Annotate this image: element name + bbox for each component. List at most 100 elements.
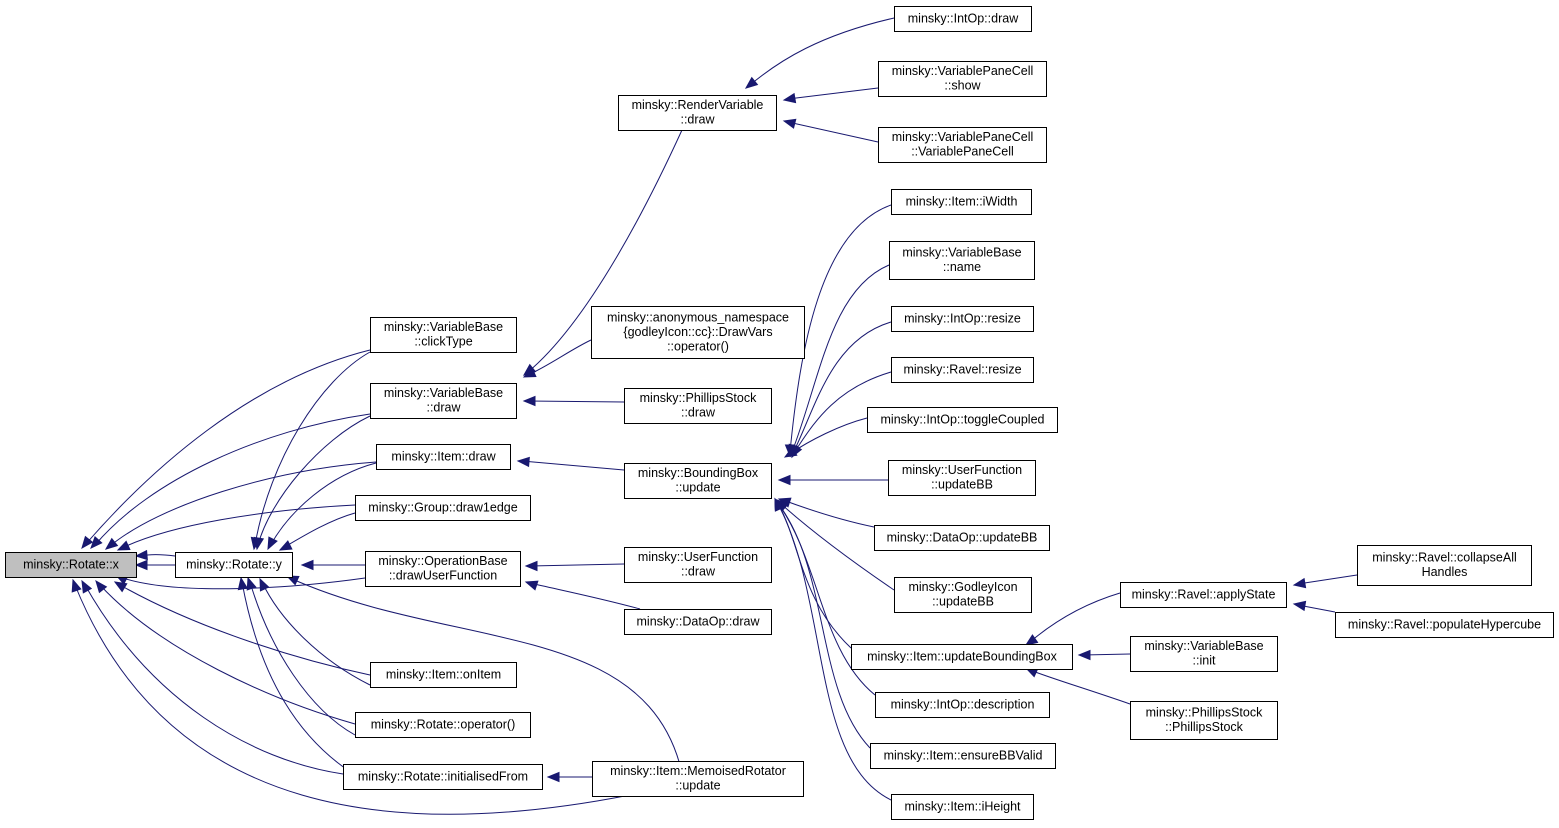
node-label: ::updateBB (932, 595, 994, 609)
node-label: minsky::OperationBase (378, 554, 507, 568)
node-rendervar-draw[interactable]: minsky::RenderVariable::draw (618, 95, 777, 131)
node-rotate-y[interactable]: minsky::Rotate::y (175, 552, 293, 578)
call-edge (792, 371, 892, 455)
edge-arrowhead (783, 446, 798, 458)
node-dataop-draw[interactable]: minsky::DataOp::draw (624, 609, 772, 635)
edge-arrowhead (782, 118, 797, 129)
node-item-iWidth[interactable]: minsky::Item::iWidth (891, 189, 1032, 215)
edge-arrowhead (744, 76, 759, 89)
edge-arrowhead (113, 581, 128, 593)
node-box (894, 577, 1032, 613)
call-edge (529, 582, 641, 610)
edge-arrowhead (278, 540, 293, 551)
node-box (376, 444, 511, 470)
node-uf-draw[interactable]: minsky::UserFunction::draw (624, 547, 772, 583)
node-ravel-applyState[interactable]: minsky::Ravel::applyState (1120, 582, 1287, 608)
node-group-draw1edge[interactable]: minsky::Group::draw1edge (355, 495, 531, 521)
node-box (1130, 701, 1278, 740)
call-edge (109, 461, 377, 547)
node-label: minsky::RenderVariable (632, 98, 764, 112)
call-edge (1029, 669, 1131, 705)
node-box (878, 127, 1047, 163)
node-intop-desc[interactable]: minsky::IntOp::description (875, 692, 1050, 718)
node-box (894, 6, 1032, 32)
node-uf-updateBB[interactable]: minsky::UserFunction::updateBB (888, 460, 1036, 496)
node-vb-clickType[interactable]: minsky::VariableBase::clickType (370, 317, 517, 353)
edge-arrowhead (524, 580, 539, 591)
edge-arrowhead (524, 560, 538, 572)
node-intop-resize[interactable]: minsky::IntOp::resize (891, 306, 1034, 332)
node-box (624, 609, 772, 635)
edge-arrowhead (1024, 634, 1039, 646)
node-item-iHeight[interactable]: minsky::Item::iHeight (891, 794, 1034, 820)
node-box (355, 712, 531, 738)
call-edge (791, 264, 890, 453)
node-vb-init[interactable]: minsky::VariableBase::init (1130, 636, 1278, 672)
node-godley-updateBB[interactable]: minsky::GodleyIcon::updateBB (894, 577, 1032, 613)
node-intop-draw[interactable]: minsky::IntOp::draw (894, 6, 1032, 32)
node-ravel-populate[interactable]: minsky::Ravel::populateHypercube (1335, 612, 1554, 638)
call-edge (269, 462, 377, 547)
node-label: minsky::Group::draw1edge (368, 500, 517, 514)
node-box (355, 495, 531, 521)
edge-arrowhead (1292, 600, 1307, 612)
edge-arrowhead (95, 579, 108, 594)
call-edge (289, 577, 681, 766)
node-item-ensureBB[interactable]: minsky::Item::ensureBBValid (870, 743, 1056, 769)
edge-arrowhead (300, 559, 314, 571)
node-label: ::draw (681, 565, 716, 579)
node-label: minsky::VariablePaneCell (892, 64, 1034, 78)
node-label: minsky::PhillipsStock (640, 391, 757, 405)
node-ravel-resize[interactable]: minsky::Ravel::resize (891, 357, 1034, 383)
call-edge (1029, 592, 1121, 643)
node-label: ::PhillipsStock (1165, 720, 1244, 734)
node-label: minsky::Item::MemoisedRotator (610, 764, 786, 778)
node-label: minsky::BoundingBox (638, 466, 759, 480)
node-box (624, 547, 772, 583)
node-intop-toggle[interactable]: minsky::IntOp::toggleCoupled (867, 407, 1058, 433)
call-edge (261, 581, 371, 686)
node-box (870, 743, 1056, 769)
node-rotate-init[interactable]: minsky::Rotate::initialisedFrom (343, 764, 543, 790)
node-item-updateBBox[interactable]: minsky::Item::updateBoundingBox (851, 644, 1073, 670)
node-item-onItem[interactable]: minsky::Item::onItem (370, 662, 517, 688)
call-edge (84, 349, 371, 546)
edge-arrowhead (104, 537, 119, 550)
node-box (888, 460, 1036, 496)
node-vb-name[interactable]: minsky::VariableBase::name (889, 241, 1035, 280)
node-phillips-ctor[interactable]: minsky::PhillipsStock::PhillipsStock (1130, 701, 1278, 740)
node-box (891, 794, 1034, 820)
edge-arrowhead (116, 540, 131, 551)
node-label: minsky::Ravel::collapseAll (1372, 551, 1517, 565)
node-phillips-draw[interactable]: minsky::PhillipsStock::draw (624, 388, 772, 424)
node-label: minsky::Item::iWidth (906, 194, 1018, 208)
node-item-draw[interactable]: minsky::Item::draw (376, 444, 511, 470)
node-label: minsky::Rotate::initialisedFrom (358, 769, 528, 783)
node-rotate-op[interactable]: minsky::Rotate::operator() (355, 712, 531, 738)
node-label: minsky::PhillipsStock (1146, 706, 1263, 720)
node-vpc-ctor[interactable]: minsky::VariablePaneCell::VariablePaneCe… (878, 127, 1047, 163)
node-opbase-duf[interactable]: minsky::OperationBase::drawUserFunction (365, 551, 521, 587)
node-label: minsky::VariableBase (902, 246, 1021, 260)
node-anon-drawvars[interactable]: minsky::anonymous_namespace{godleyIcon::… (591, 306, 805, 359)
call-edge (94, 413, 371, 546)
node-label: minsky::DataOp::updateBB (887, 530, 1038, 544)
node-dataop-updateBB[interactable]: minsky::DataOp::updateBB (874, 525, 1050, 551)
node-label: ::VariablePaneCell (911, 145, 1014, 159)
node-memo-update[interactable]: minsky::Item::MemoisedRotator::update (592, 761, 804, 797)
call-edge (527, 400, 625, 403)
node-label: minsky::VariableBase (1144, 639, 1263, 653)
call-edge (521, 460, 625, 471)
call-edge (782, 499, 875, 528)
node-rotate-x[interactable]: minsky::Rotate::x (5, 552, 137, 578)
node-label: minsky::Item::iHeight (904, 799, 1021, 813)
call-edge (1297, 574, 1358, 585)
edge-arrowhead (246, 576, 257, 591)
node-vpc-show[interactable]: minsky::VariablePaneCell::show (878, 61, 1047, 97)
node-vb-draw[interactable]: minsky::VariableBase::draw (370, 383, 517, 419)
call-edge (254, 351, 371, 546)
edge-arrowhead (522, 395, 536, 407)
node-bbox-update[interactable]: minsky::BoundingBox::update (624, 463, 772, 499)
edge-arrowhead (237, 576, 249, 591)
